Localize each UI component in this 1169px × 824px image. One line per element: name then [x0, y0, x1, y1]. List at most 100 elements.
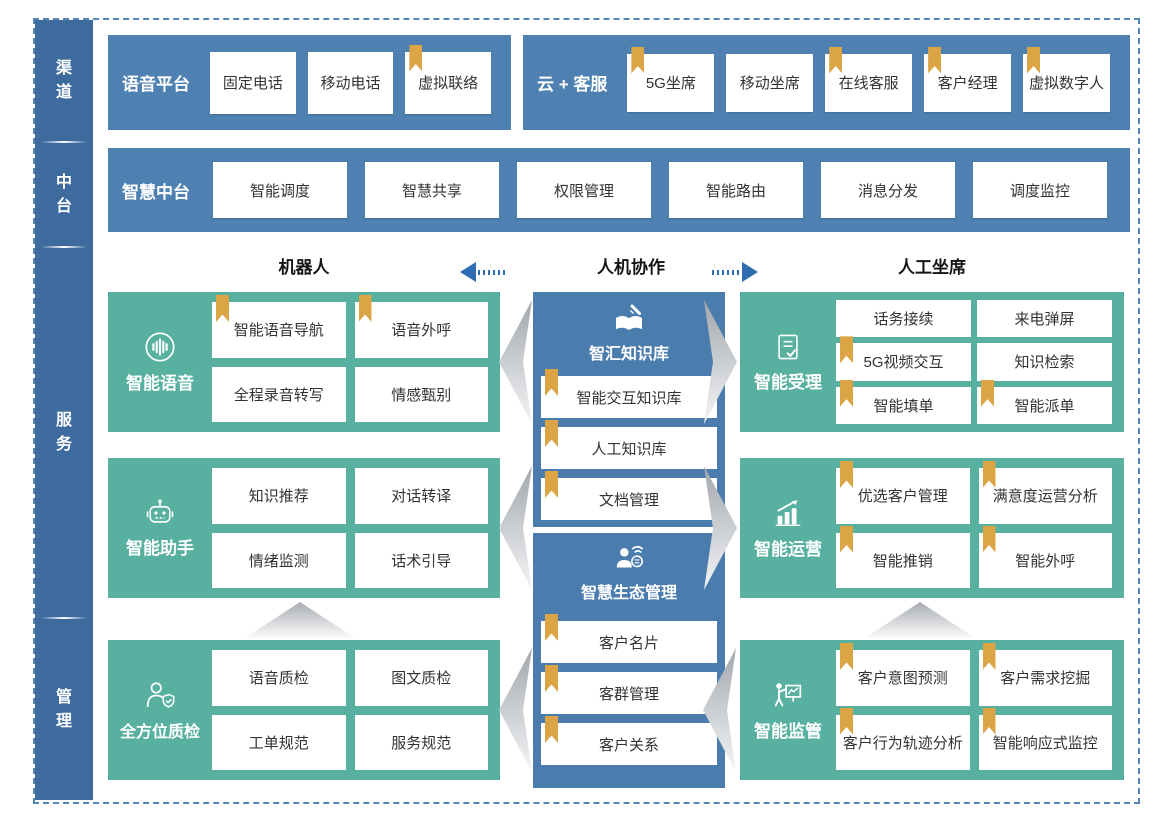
layer-label-channel: 渠道 — [55, 60, 72, 101]
feature-item: 5G视频交互 — [836, 336, 971, 381]
channel-item-label: 5G坐席 — [645, 75, 696, 92]
dashed-frame — [33, 18, 1140, 804]
flow-chevron-right-icon — [704, 466, 737, 590]
presenter-board-icon — [771, 678, 805, 712]
layer-label-middle: 中台 — [55, 174, 72, 215]
middle-item: 权限管理 — [517, 162, 651, 218]
channel-item-label: 移动电话 — [320, 75, 381, 92]
bookmark-icon — [981, 379, 994, 407]
feature-item: 智能语音导航 — [212, 295, 346, 358]
bookmark-icon — [840, 336, 853, 364]
band-title: 语音平台 — [122, 75, 190, 94]
bookmark-icon — [1027, 46, 1041, 74]
feature-label: 知识检索 — [1014, 354, 1075, 372]
block-title: 智能受理 — [754, 373, 822, 392]
feature-item: 智能填单 — [836, 379, 971, 424]
feature-item: 全程录音转写 — [212, 366, 346, 422]
feature-label: 客户需求挖掘 — [1000, 670, 1091, 688]
bookmark-icon — [545, 471, 558, 498]
block-smart-operation: 智能运营 优选客户管理 满意度运营分析 智能推销 智能外呼 — [740, 458, 1124, 598]
middle-item-label: 智能路由 — [705, 182, 766, 200]
feature-item: 话务接续 — [836, 300, 971, 338]
layer-label-service: 服务 — [55, 412, 72, 453]
feature-label: 对话转译 — [391, 488, 452, 506]
block-title: 智能监管 — [754, 722, 822, 741]
feature-label: 智能交互知识库 — [576, 389, 682, 407]
feature-label: 人工知识库 — [591, 440, 667, 458]
sidebar-divider — [41, 617, 87, 619]
channel-item-label: 虚拟联络 — [418, 75, 479, 92]
bookmark-icon — [840, 525, 853, 553]
block-title: 智慧生态管理 — [580, 585, 677, 602]
bookmark-icon — [982, 461, 996, 488]
block-smart-voice: 智能语音 智能语音导航 语音外呼 全程录音转写 情感甄别 — [108, 292, 500, 432]
feature-label: 话务接续 — [873, 311, 934, 329]
feature-label: 客户名片 — [598, 634, 659, 652]
bookmark-icon — [409, 44, 423, 72]
feature-item: 客户需求挖掘 — [978, 643, 1112, 706]
block-title: 智能语音 — [126, 374, 194, 393]
feature-label: 情感甄别 — [391, 386, 452, 404]
feature-label: 智能外呼 — [1015, 552, 1076, 570]
feature-label: 智能推销 — [872, 552, 933, 570]
middle-item-label: 调度监控 — [1009, 182, 1070, 200]
bookmark-icon — [982, 707, 996, 735]
feature-item: 客户行为轨迹分析 — [836, 707, 970, 770]
feature-item: 满意度运营分析 — [978, 461, 1112, 524]
feature-item: 工单规范 — [212, 714, 346, 770]
bookmark-icon — [840, 379, 853, 407]
bookmark-icon — [545, 369, 558, 396]
feature-item: 话术引导 — [354, 532, 488, 588]
feature-item: 智能推销 — [836, 525, 970, 588]
voice-wave-icon — [143, 330, 177, 364]
person-signal-icon — [612, 542, 646, 576]
sidebar-divider — [41, 141, 87, 143]
feature-label: 客户行为轨迹分析 — [842, 734, 963, 752]
feature-label: 客户意图预测 — [857, 670, 948, 688]
block-title: 智能运营 — [754, 540, 822, 559]
layer-sidebar: 渠道 中台 服务 管理 — [35, 20, 93, 800]
dashed-arrow-left-icon — [460, 262, 508, 282]
block-quality-inspection: 全方位质检 语音质检 图文质检 工单规范 服务规范 — [108, 640, 500, 780]
bookmark-icon — [545, 420, 558, 447]
feature-item: 客户意图预测 — [836, 643, 970, 706]
block-title: 全方位质检 — [119, 723, 200, 741]
feature-label: 智能语音导航 — [233, 322, 324, 340]
feature-label: 客群管理 — [598, 685, 659, 703]
bookmark-icon — [982, 643, 996, 670]
header-human-agent: 人工坐席 — [898, 258, 966, 277]
bookmark-icon — [840, 461, 853, 488]
feature-label: 智能填单 — [873, 397, 934, 415]
feature-label: 语音质检 — [248, 670, 309, 688]
sidebar-divider — [41, 246, 87, 248]
channel-item-label: 虚拟数字人 — [1029, 75, 1105, 92]
middle-item-label: 权限管理 — [553, 182, 614, 200]
feature-item: 情感甄别 — [354, 366, 488, 422]
flow-chevron-right-icon — [704, 300, 737, 424]
middle-item: 智能调度 — [213, 162, 347, 218]
feature-item: 文档管理 — [541, 471, 717, 520]
middle-item: 智慧共享 — [365, 162, 499, 218]
feature-item: 优选客户管理 — [836, 461, 970, 524]
bookmark-icon — [545, 665, 558, 692]
book-pen-icon — [611, 301, 647, 337]
flow-chevron-left-icon — [499, 300, 532, 424]
band-voice-platform: 语音平台 固定电话 移动电话 虚拟联络 — [108, 35, 511, 130]
bookmark-icon — [829, 46, 843, 74]
feature-item: 对话转译 — [354, 468, 488, 524]
middle-item-label: 消息分发 — [857, 182, 918, 200]
channel-item: 虚拟联络 — [405, 44, 492, 114]
feature-item: 语音外呼 — [354, 295, 488, 358]
bookmark-icon — [928, 46, 942, 74]
block-knowledge-base: 智汇知识库 智能交互知识库 人工知识库 文档管理 — [533, 292, 725, 527]
flow-chevron-left-icon — [703, 648, 736, 772]
middle-item-label: 智慧共享 — [401, 182, 462, 200]
channel-item-label: 客户经理 — [937, 75, 998, 92]
flow-chevron-left-icon — [499, 648, 532, 772]
feature-label: 文档管理 — [598, 491, 659, 509]
feature-label: 满意度运营分析 — [992, 488, 1098, 506]
feature-label: 全程录音转写 — [233, 386, 324, 404]
middle-item: 调度监控 — [973, 162, 1107, 218]
flow-chevron-left-icon — [499, 466, 532, 590]
